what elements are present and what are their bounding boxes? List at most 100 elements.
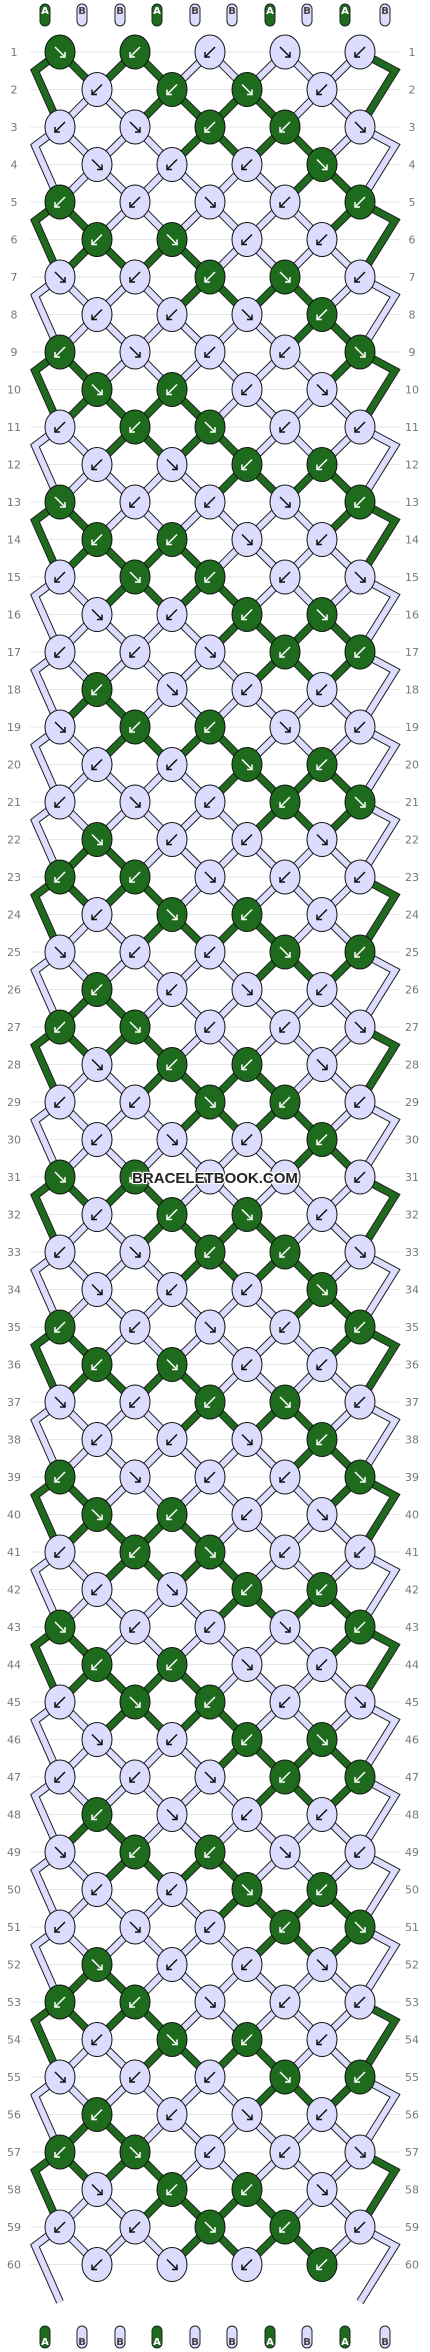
watermark: BRACELETBOOK.COM xyxy=(132,1170,298,1187)
knot-arrow-icon xyxy=(279,196,291,208)
knot-arrowhead-icon xyxy=(204,277,210,283)
knot-arrowhead-icon xyxy=(322,164,328,171)
knot-arrowhead-icon xyxy=(54,802,60,808)
row-number-right: 14 xyxy=(405,534,419,547)
row-number-right: 52 xyxy=(405,1959,419,1972)
top-strand xyxy=(226,3,238,27)
row-number-left: 28 xyxy=(7,1059,21,1072)
knot-arrow-icon xyxy=(241,383,253,396)
row-number-left: 33 xyxy=(7,1246,21,1259)
top-strand-letter: B xyxy=(78,6,86,17)
knot-arrow-icon xyxy=(316,983,328,996)
knot-arrowhead-icon xyxy=(322,614,328,621)
knot-arrow-icon xyxy=(129,1921,141,1933)
row-number-left: 35 xyxy=(7,1321,21,1334)
row-number-left: 58 xyxy=(7,2184,21,2197)
knot-arrowhead-icon xyxy=(97,1289,103,1296)
knot-arrow-icon xyxy=(129,1696,141,1708)
knot-arrowhead-icon xyxy=(210,2002,216,2008)
knot-arrow-icon xyxy=(166,1583,178,1596)
knot-arrow-icon xyxy=(129,121,141,133)
knot-arrow-icon xyxy=(129,346,141,358)
knot-arrowhead-icon xyxy=(241,1139,247,1146)
knot-arrowhead-icon xyxy=(247,1889,253,1896)
row-number-left: 43 xyxy=(7,1621,21,1634)
row-number-right: 31 xyxy=(405,1171,419,1184)
knot-arrowhead-icon xyxy=(279,1477,285,1483)
knot-arrowhead-icon xyxy=(91,1814,97,1821)
knot-arrowhead-icon xyxy=(172,1139,178,1146)
top-strand-letter: B xyxy=(228,6,236,17)
knot-arrow-icon xyxy=(166,1958,178,1971)
row-number-right: 50 xyxy=(405,1884,419,1897)
knot-arrow-icon xyxy=(54,1621,66,1633)
knot-arrow-icon xyxy=(279,1546,291,1558)
knot-arrow-icon xyxy=(204,1021,216,1033)
knot-arrowhead-icon xyxy=(91,914,97,921)
row-number-right: 48 xyxy=(405,1809,419,1822)
knot-arrow-icon xyxy=(129,1246,141,1258)
knot-arrowhead-icon xyxy=(279,427,285,433)
knot-arrowhead-icon xyxy=(204,1027,210,1033)
knot-arrow-icon xyxy=(54,571,66,583)
knot-arrow-icon xyxy=(241,1883,253,1896)
knot-arrowhead-icon xyxy=(241,1739,247,1746)
knot-arrow-icon xyxy=(241,1208,253,1221)
knot-arrow-icon xyxy=(204,496,216,508)
knot-arrowhead-icon xyxy=(129,1852,135,1858)
row-number-right: 55 xyxy=(405,2071,419,2084)
knot-arrow-icon xyxy=(54,1921,66,1933)
knot-arrowhead-icon xyxy=(247,1664,253,1671)
top-strand-letter: B xyxy=(191,6,199,17)
knot-arrowhead-icon xyxy=(247,539,253,546)
knot-arrowhead-icon xyxy=(285,1852,291,1858)
knot-arrowhead-icon xyxy=(279,2152,285,2158)
row-number-right: 30 xyxy=(405,1134,419,1147)
knot-arrow-icon xyxy=(54,2071,66,2083)
row-number-right: 49 xyxy=(405,1846,419,1859)
knot-arrow-icon xyxy=(129,1021,141,1033)
knot-arrowhead-icon xyxy=(54,652,60,658)
knot-arrowhead-icon xyxy=(247,2114,253,2121)
knot-arrowhead-icon xyxy=(360,1027,366,1033)
knot-arrowhead-icon xyxy=(354,277,360,283)
knot-arrow-icon xyxy=(91,1583,103,1596)
knot-arrowhead-icon xyxy=(166,1289,172,1296)
knot-arrowhead-icon xyxy=(204,127,210,133)
knot-arrow-icon xyxy=(316,2108,328,2121)
knot-arrowhead-icon xyxy=(166,2114,172,2121)
knot-arrow-icon xyxy=(354,1396,366,1408)
top-strand xyxy=(76,3,88,27)
knot-arrow-icon xyxy=(54,646,66,658)
knot-arrow-icon xyxy=(241,1733,253,1746)
bottom-strand xyxy=(189,2325,201,2349)
row-number-left: 3 xyxy=(11,121,18,134)
knot-arrowhead-icon xyxy=(360,1702,366,1708)
knot-arrow-icon xyxy=(316,533,328,546)
knot-arrowhead-icon xyxy=(204,1252,210,1258)
top-strand xyxy=(189,3,201,27)
knot-arrow-icon xyxy=(166,1358,178,1371)
knot-arrow-icon xyxy=(166,833,178,846)
bottom-strand xyxy=(339,2325,351,2349)
row-number-left: 14 xyxy=(7,534,21,547)
knot-arrow-icon xyxy=(91,1433,103,1446)
knot-arrowhead-icon xyxy=(241,464,247,471)
row-number-right: 28 xyxy=(405,1059,419,1072)
knot-arrow-icon xyxy=(54,1171,66,1183)
knot-arrowhead-icon xyxy=(91,89,97,96)
knot-arrowhead-icon xyxy=(285,952,291,958)
knot-arrow-icon xyxy=(354,346,366,358)
knot-arrowhead-icon xyxy=(60,1852,66,1858)
top-strand-letter: A xyxy=(41,6,49,17)
knot-arrowhead-icon xyxy=(172,2039,178,2046)
knot-arrow-icon xyxy=(279,2071,291,2083)
row-number-left: 38 xyxy=(7,1434,21,1447)
row-number-left: 40 xyxy=(7,1509,21,1522)
knot-arrowhead-icon xyxy=(54,1477,60,1483)
row-number-right: 15 xyxy=(405,571,419,584)
knot-arrowhead-icon xyxy=(316,2264,322,2271)
row-number-left: 25 xyxy=(7,946,21,959)
knot-arrow-icon xyxy=(54,1996,66,2008)
knot-arrow-icon xyxy=(241,533,253,546)
